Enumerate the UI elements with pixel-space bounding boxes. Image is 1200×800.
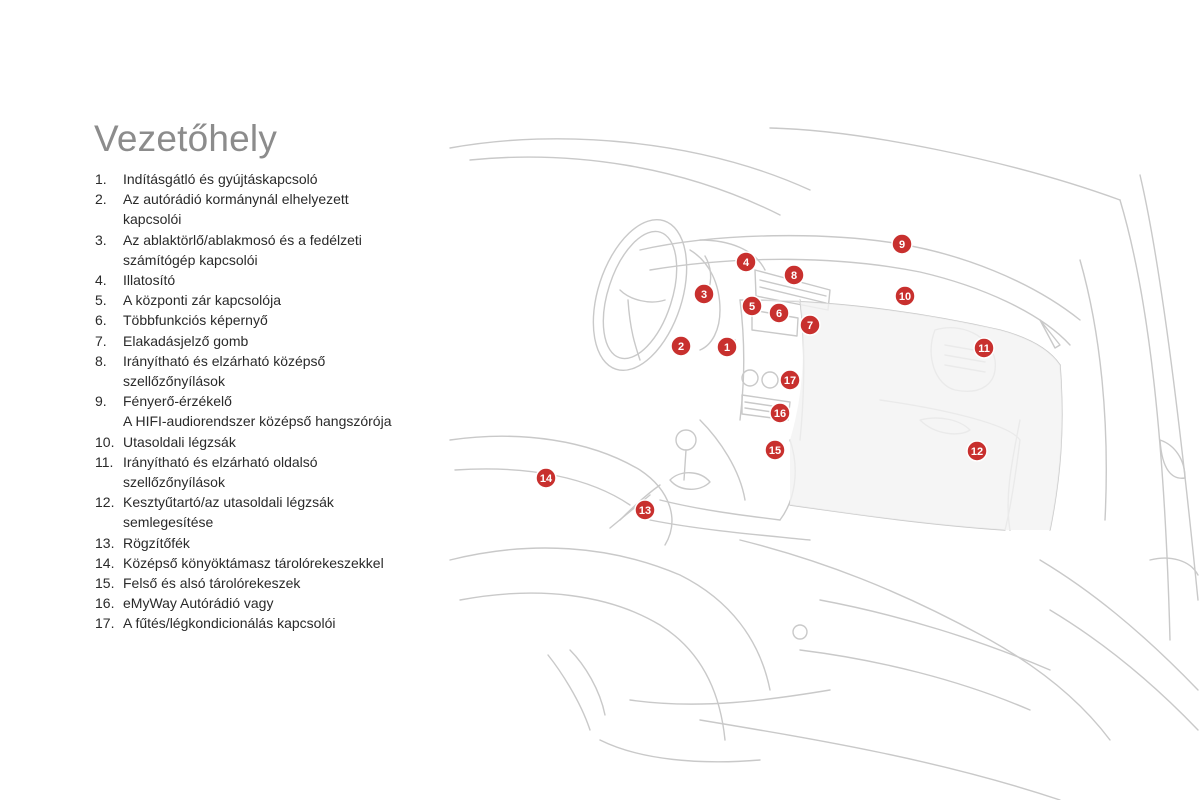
legend-text: Irányítható és elzárható oldalsó szellőz… [123,453,318,491]
marker-10: 10 [894,285,916,307]
legend-item: 15. Felső és alsó tárolórekeszek [95,573,435,593]
marker-2: 2 [670,335,692,357]
page-title: Vezetőhely [94,118,278,159]
legend-number: 3. [95,231,107,248]
marker-3: 3 [693,283,715,305]
legend-number: 9. [95,393,107,410]
marker-1: 1 [716,336,738,358]
legend-list: 1. Indításgátló és gyújtáskapcsoló 2. Az a… [95,169,435,634]
marker-13: 13 [634,499,656,521]
legend-item: 13. Rögzítőfék [95,533,435,553]
legend-item: 16. eMyWay Autórádió vagy [95,593,435,613]
legend-number: 2. [95,191,107,208]
legend-item: 17. A fűtés/légkondicionálás kapcsolói [95,613,435,633]
marker-8: 8 [783,264,805,286]
legend-text: Felső és alsó tárolórekeszek [123,575,301,592]
legend-text: Elakadásjelző gomb [123,332,249,349]
legend-number: 12. [95,494,115,511]
marker-17: 17 [779,369,801,391]
marker-label: 13 [639,505,651,517]
legend-text: eMyWay Autórádió vagy [123,595,274,612]
legend-text: Az ablaktörlő/ablakmosó és a fedélzeti s… [123,231,362,268]
legend-text: Fényerő-érzékelő A HIFI-audiorendszer kö… [123,393,392,430]
marker-label: 11 [978,343,990,355]
legend-item: 1. Indításgátló és gyújtáskapcsoló [95,169,435,189]
legend-item: 7. Elakadásjelző gomb [95,331,435,351]
legend-text: Utasoldali légzsák [123,433,236,450]
legend-number: 7. [95,332,107,349]
marker-5: 5 [741,295,763,317]
legend-item: 2. Az autórádió kormánynál elhelyezett ka… [95,189,435,229]
marker-label: 17 [784,375,796,387]
legend-text: Irányítható és elzárható középső szellőz… [123,352,326,390]
marker-label: 15 [769,445,781,457]
marker-label: 12 [971,446,983,458]
legend-text: Az autórádió kormánynál elhelyezett kapc… [123,191,349,228]
marker-label: 8 [791,270,797,282]
marker-9: 9 [891,233,913,255]
marker-label: 4 [743,257,750,269]
legend-number: 5. [95,292,107,309]
legend-item: 4. Illatosító [95,270,435,290]
marker-label: 14 [540,473,553,485]
marker-7: 7 [799,314,821,336]
legend-number: 16. [95,595,115,612]
marker-label: 5 [749,301,755,313]
legend-item: 12. Kesztyűtartó/az utasoldali légzsák se… [95,492,435,532]
marker-12: 12 [966,440,988,462]
legend-text: Többfunkciós képernyő [123,312,268,329]
legend-number: 17. [95,615,115,632]
marker-6: 6 [768,302,790,324]
legend-text: Indításgátló és gyújtáskapcsoló [123,171,318,187]
legend-number: 8. [95,352,107,369]
legend-number: 14. [95,554,115,571]
legend-number: 10. [95,433,115,450]
callout-markers: 1 2 3 4 5 6 7 [535,233,995,521]
legend-number: 15. [95,575,115,592]
marker-16: 16 [769,402,791,424]
legend-text: Rögzítőfék [123,534,190,551]
legend-text: A fűtés/légkondicionálás kapcsolói [123,615,336,632]
marker-label: 16 [774,408,786,420]
legend-item: 5. A központi zár kapcsolója [95,290,435,310]
legend-text: Középső könyöktámasz tárolórekeszekkel [123,554,384,571]
marker-label: 2 [678,341,684,353]
legend-number: 13. [95,534,115,551]
legend-text: Illatosító [123,272,176,289]
legend-text: Kesztyűtartó/az utasoldali légzsák semle… [123,494,334,531]
legend-item: 3. Az ablaktörlő/ablakmosó és a fedélzeti… [95,230,435,270]
legend-item: 14. Középső könyöktámasz tárolórekeszekke… [95,553,435,573]
legend-item: 11. Irányítható és elzárható oldalsó szel… [95,452,435,492]
marker-label: 9 [899,239,905,251]
legend-number: 1. [95,171,107,187]
legend-text: A központi zár kapcsolója [123,292,281,309]
marker-label: 6 [776,308,782,320]
marker-label: 7 [807,320,813,332]
marker-11: 11 [973,337,995,359]
marker-label: 10 [899,291,911,303]
legend-number: 11. [95,453,114,470]
marker-4: 4 [735,251,757,273]
legend-item: 10. Utasoldali légzsák [95,432,435,452]
legend-number: 4. [95,272,107,289]
legend-item: 8. Irányítható és elzárható középső szell… [95,351,435,391]
marker-14: 14 [535,467,557,489]
marker-label: 1 [724,342,730,354]
legend-item: 6. Többfunkciós képernyő [95,310,435,330]
marker-15: 15 [764,439,786,461]
legend-number: 6. [95,312,107,329]
legend-item: 9. Fényerő-érzékelő A HIFI-audiorendszer … [95,391,435,431]
marker-label: 3 [701,289,707,301]
cockpit-illustration: 1 2 3 4 5 6 7 [449,127,1199,800]
